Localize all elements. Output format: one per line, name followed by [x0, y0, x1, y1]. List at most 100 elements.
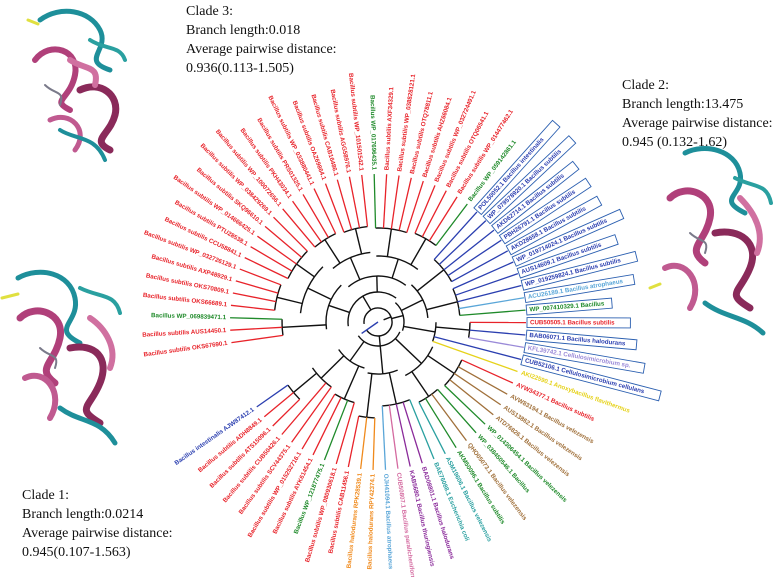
clade3-apd-label: Average pairwise distance: [186, 42, 337, 57]
leaf-label: CUB50505.1 Bacillus subtilis [530, 319, 615, 326]
tree-branch [366, 373, 373, 418]
tree-arc [347, 275, 407, 288]
clade2-title: Clade 2: [622, 78, 670, 93]
leaf-branch [235, 280, 279, 294]
leaf-branch [263, 391, 294, 418]
tree-arc [325, 284, 342, 330]
clade3-branch-length: Branch length:0.018 [186, 23, 301, 38]
clade1-protein-structure [0, 269, 122, 446]
tree-branch [349, 341, 365, 362]
leaf-branch [458, 366, 508, 395]
leaf-label: Bacillus halodurans RPK28539.1 [346, 472, 364, 569]
clade3-caption: Clade 3: Branch length:0.018 Average pai… [186, 2, 337, 78]
leaf-branch [273, 216, 308, 252]
leaf-branch [418, 401, 446, 455]
leaf-branch [257, 235, 297, 265]
leaf-branch [409, 399, 435, 460]
tree-branch [416, 269, 445, 292]
leaf-branch [444, 385, 486, 425]
leaf-branch [372, 417, 376, 470]
tree-arc [382, 399, 411, 407]
leaf-label: Bacillus subtilis AXF34329.1 [384, 86, 396, 170]
tree-branch [349, 257, 361, 280]
tree-branch [388, 372, 397, 405]
leaf-branch [461, 359, 514, 384]
leaf-branch [453, 372, 502, 406]
leaf-branch [455, 272, 519, 296]
tree-branch [282, 324, 327, 329]
tree-arc [394, 302, 405, 331]
leaf-highlight-box [491, 160, 580, 235]
leaf-branch [435, 203, 468, 246]
leaf-branch [452, 261, 514, 290]
leaf-branch [230, 304, 275, 311]
leaf-label: Bacillus subtilis OKS66689.1 [142, 292, 227, 309]
leaf-branch [458, 297, 525, 310]
leaf-branch [230, 326, 283, 331]
leaf-branch [323, 400, 349, 461]
leaf-highlight-box [511, 208, 625, 267]
leaf-highlight-box [523, 342, 646, 374]
leaf-branch [361, 174, 369, 227]
leaf-highlight-box [482, 135, 577, 225]
clade2-protein-structure [648, 146, 773, 336]
leaf-branch [390, 175, 400, 230]
clade2-caption: Clade 2: Branch length:13.475 Average pa… [622, 76, 773, 152]
leaf-highlight-box [473, 119, 561, 216]
tree-branch [354, 228, 363, 255]
leaf-branch [313, 188, 337, 234]
leaf-branch [459, 309, 526, 317]
leaf-branch [359, 417, 368, 470]
leaf-branch [348, 176, 361, 228]
tree-branch [391, 314, 404, 320]
leaf-branch [406, 180, 424, 233]
leaf-branch [398, 177, 412, 231]
leaf-highlight-box [523, 274, 636, 304]
leaf-branch [443, 229, 495, 271]
leaf-highlight-box [526, 317, 631, 329]
tree-arc [404, 346, 434, 377]
clade1-caption: Clade 1: Branch length:0.0214 Average pa… [22, 486, 173, 562]
leaf-branch [421, 190, 447, 238]
tree-branch [403, 325, 436, 333]
leaf-branch [361, 321, 379, 335]
tree-arc [363, 307, 393, 337]
leaf-branch [388, 405, 399, 469]
tree-branch [379, 345, 384, 374]
tree-branch [343, 365, 360, 400]
leaf-branch [324, 183, 345, 233]
leaf-branch [291, 386, 332, 443]
leaf-label: Bacillus subtilis AUS14450.1 [142, 327, 227, 339]
tree-branch [400, 299, 424, 312]
tree-branch [328, 304, 350, 314]
leaf-branch [256, 384, 289, 408]
tree-arc [311, 367, 332, 388]
leaf-branch [402, 401, 423, 464]
tree-branch [411, 371, 430, 397]
leaf-branch [457, 284, 522, 303]
leaf-branch [239, 268, 282, 286]
tree-arc [410, 284, 429, 319]
clade3-title: Clade 3: [186, 4, 234, 19]
leaf-branch [250, 246, 293, 272]
leaf-branch [230, 317, 283, 320]
leaf-branch [468, 337, 524, 349]
tree-branch [324, 239, 341, 264]
tree-branch [383, 316, 392, 321]
leaf-branch [335, 402, 355, 465]
leaf-highlight-box [525, 329, 638, 351]
tree-branch [386, 228, 393, 257]
leaf-branch [282, 208, 316, 248]
leaf-branch [347, 415, 360, 468]
clade2-branch-length: Branch length:13.475 [622, 97, 744, 112]
leaf-branch [469, 329, 526, 336]
tree-branch [296, 263, 315, 278]
tree-branch [410, 238, 427, 266]
leaf-branch [451, 250, 509, 283]
leaf-branch [232, 292, 277, 303]
tree-branch [378, 335, 381, 346]
leaf-branch [428, 196, 458, 242]
clade3-apd-value: 0.936(0.113-1.505) [186, 61, 294, 76]
leaf-highlight-box [516, 234, 619, 279]
